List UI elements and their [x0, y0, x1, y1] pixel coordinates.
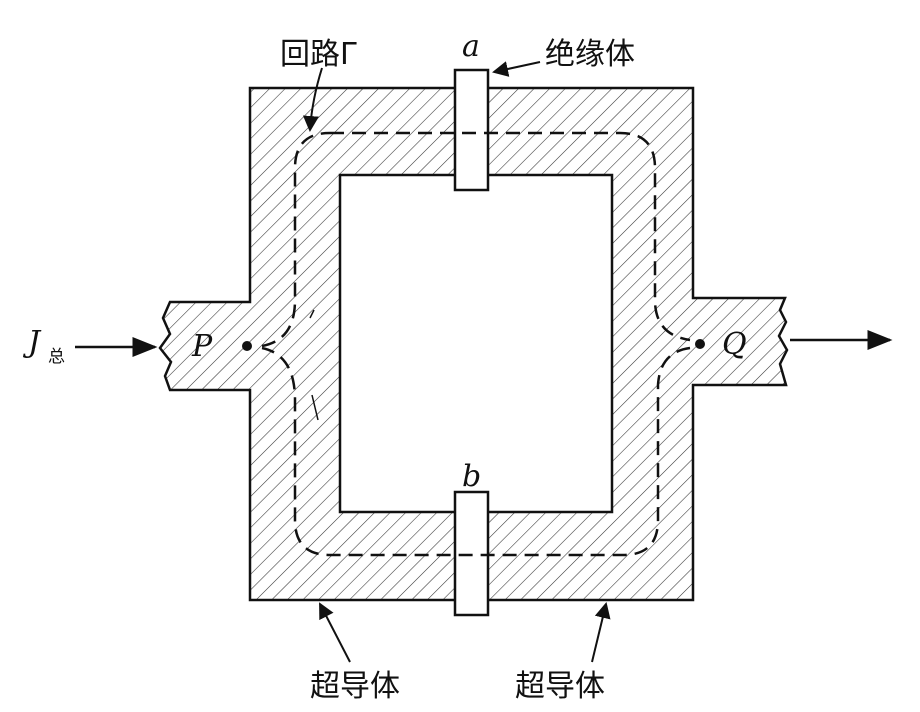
superconductor-left-label: 超导体	[310, 669, 400, 704]
superconductor-right-pointer	[591, 602, 611, 663]
point-p-label: P	[191, 329, 213, 364]
insulator-b	[453, 490, 490, 617]
tick-mark	[311, 394, 319, 421]
insulator-a-label: a	[462, 29, 480, 64]
insulator-label: 绝缘体	[545, 37, 635, 72]
tick-mark	[309, 309, 315, 319]
current-subscript: 总	[48, 347, 65, 367]
insulator-pointer	[492, 61, 541, 77]
loop-pointer	[302, 67, 323, 132]
point-q-dot	[695, 339, 705, 349]
insulator-b-label: b	[462, 459, 481, 494]
point-p-dot	[242, 341, 252, 351]
superconductor-left-pointer	[319, 602, 351, 663]
current-symbol: J	[22, 325, 42, 360]
superconductor-ring	[158, 86, 789, 602]
superconductor-right-label: 超导体	[515, 669, 605, 704]
point-q-label: Q	[722, 327, 747, 362]
loop-label: 回路Γ	[280, 37, 357, 72]
loop-gamma-path	[261, 131, 691, 557]
insulator-a	[453, 68, 490, 192]
